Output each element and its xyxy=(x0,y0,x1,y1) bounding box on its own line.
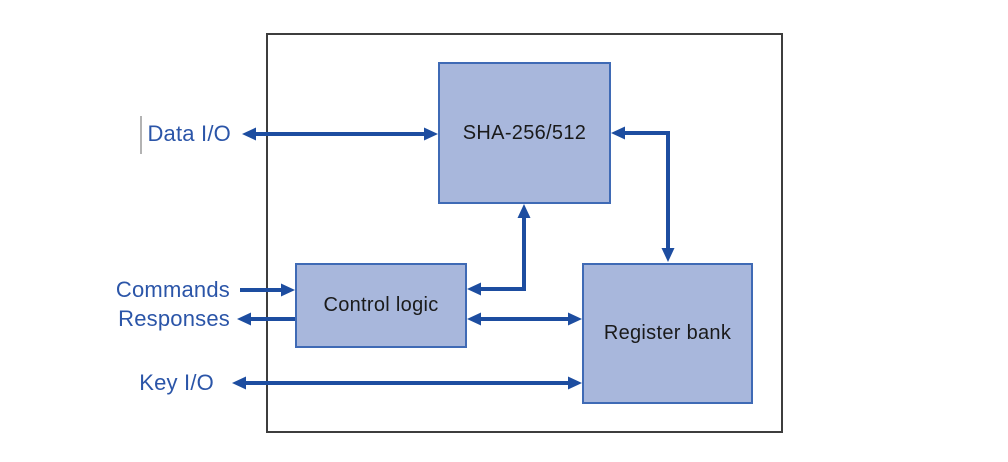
io-label-responses: Responses xyxy=(118,306,230,331)
outer-boundary-box xyxy=(266,33,783,433)
block-sha-core: SHA-256/512 xyxy=(438,62,611,204)
block-register-bank: Register bank xyxy=(582,263,753,404)
io-label-data-io: Data I/O xyxy=(147,121,231,146)
block-control-logic-label: Control logic xyxy=(323,294,439,316)
io-label-key-io: Key I/O xyxy=(139,370,214,395)
block-control-logic: Control logic xyxy=(295,263,467,348)
block-register-bank-label: Register bank xyxy=(603,322,732,344)
text-cursor xyxy=(140,116,142,154)
block-sha-core-label: SHA-256/512 xyxy=(462,121,587,144)
io-label-commands: Commands xyxy=(115,277,230,302)
